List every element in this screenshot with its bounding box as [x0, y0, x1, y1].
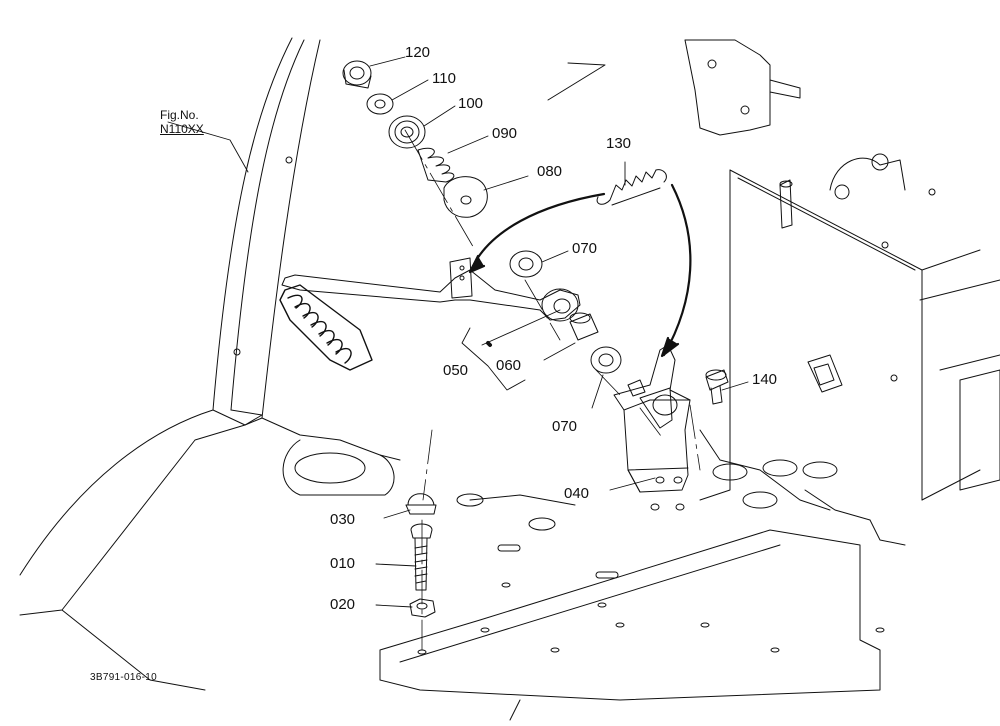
figure-code: N110XX — [160, 122, 204, 136]
spring-130 — [596, 169, 667, 206]
figure-reference: Fig.No. N110XX — [160, 108, 204, 136]
callout-120: 120 — [405, 44, 431, 61]
bolt-140 — [705, 369, 729, 405]
leader-lines — [167, 56, 749, 608]
washer-070-lower — [590, 346, 622, 374]
cap-030 — [405, 493, 437, 515]
bolt-010 — [410, 523, 433, 591]
document-id: 3B791-016-10 — [90, 672, 157, 683]
right-frame — [699, 153, 1000, 546]
upper-bracket — [547, 39, 801, 136]
plate-080 — [443, 176, 488, 218]
callout-100: 100 — [458, 95, 484, 112]
callout-070-lower: 070 — [552, 418, 578, 435]
callout-010: 010 — [330, 555, 356, 572]
figure-label: Fig.No. — [160, 108, 199, 122]
callout-030: 030 — [330, 511, 356, 528]
washer-110 — [366, 93, 394, 115]
nut-020 — [409, 598, 436, 618]
spring-090 — [417, 147, 455, 183]
washer-070-upper — [509, 250, 543, 278]
callout-040: 040 — [564, 485, 590, 502]
floor-plate — [61, 417, 885, 721]
callout-060: 060 — [496, 357, 522, 374]
callout-110: 110 — [432, 70, 456, 87]
fender-panel — [19, 37, 321, 616]
guide-lines — [404, 129, 701, 651]
pedal-pad — [279, 284, 373, 371]
callout-050: 050 — [443, 362, 469, 379]
nut-120 — [342, 60, 372, 89]
callout-140: 140 — [752, 371, 778, 388]
pedal-arm — [281, 257, 581, 322]
callout-070-upper: 070 — [572, 240, 598, 257]
bracket-040 — [613, 344, 691, 511]
callout-090: 090 — [492, 125, 518, 142]
callout-080: 080 — [537, 163, 563, 180]
callout-020: 020 — [330, 596, 356, 613]
assembly-arrows — [468, 183, 692, 358]
bushing-060 — [569, 312, 599, 341]
washer-100 — [388, 115, 426, 149]
callout-130: 130 — [606, 135, 632, 152]
